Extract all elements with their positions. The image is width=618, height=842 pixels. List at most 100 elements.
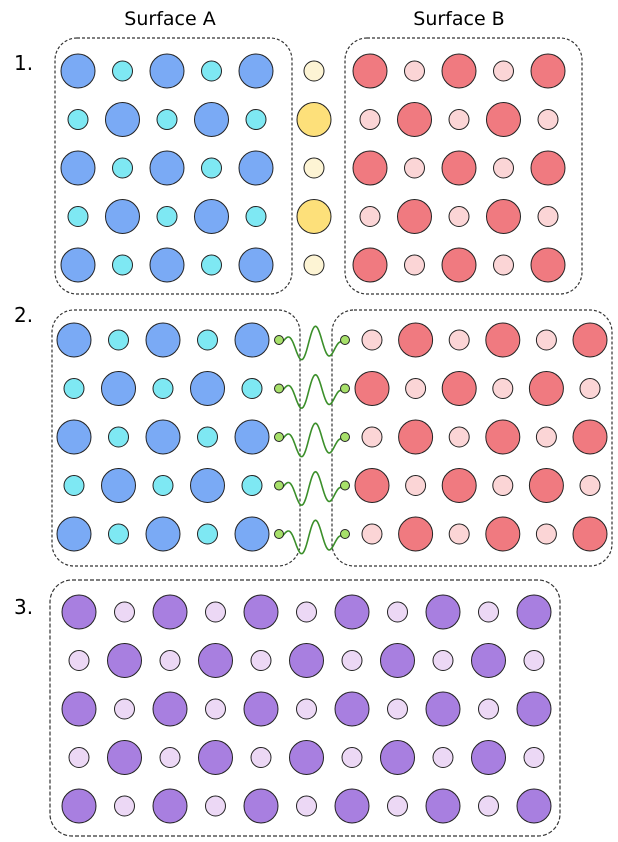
bond-spring [278,470,346,506]
surface-a-large-atom [145,322,181,358]
merged-large-atom [243,691,279,727]
surface-a-small-atom [201,254,222,276]
merged-small-atom [114,698,135,720]
merged-small-atom [432,747,454,768]
merged-large-atom [380,740,415,775]
surface-b-small-atom [537,109,559,130]
surface-a-large-atom [194,102,229,137]
merged-large-atom [61,691,97,727]
surface-a-small-atom [112,254,133,276]
merged-large-atom [471,740,506,775]
surface-a-large-atom [238,53,274,89]
surface-b-large-atom [528,468,564,503]
surface-b-title: Surface B [413,8,504,30]
surface-a-small-atom [112,157,133,179]
surface-a-large-atom [149,53,185,89]
surface-b-small-atom [535,426,557,448]
surface-b-small-atom [405,475,427,496]
surface-a-large-atom [194,199,229,234]
surface-a-large-atom [145,419,181,455]
surface-a-large-atom [149,247,185,283]
surface-b-small-atom [493,157,514,179]
surface-b-large-atom [354,468,390,503]
surface-b-large-atom [441,247,477,283]
merged-large-atom [471,643,506,678]
surface-a-large-atom [145,516,181,552]
surface-b-small-atom [493,254,514,276]
merged-small-atom [523,650,545,671]
merged-large-atom [334,594,370,630]
bond-end-atom [340,529,350,539]
merged-small-atom [114,601,135,623]
bond-end-atom [274,529,284,539]
surface-a-large-atom [56,516,92,552]
surface-a-large-atom [238,150,274,186]
surface-b-small-atom [359,109,381,130]
surface-b-large-atom [485,322,521,358]
surface-a-small-atom [156,206,178,227]
surface-a-small-atom [241,378,263,399]
surface-b-small-atom [361,329,383,351]
surface-b-small-atom [492,378,514,399]
surface-a-small-atom [241,475,263,496]
surface-b-large-atom [530,53,566,89]
surface-b-small-atom [492,475,514,496]
merged-small-atom [205,795,226,817]
surface-b-large-atom [398,516,434,552]
surface-a-large-atom [56,419,92,455]
merged-large-atom [61,788,97,824]
surface-b-small-atom [361,523,383,545]
merged-small-atom [296,698,317,720]
gap-large-atom [296,102,332,137]
surface-b-large-atom [352,150,388,186]
surface-b-small-atom [448,523,470,545]
merged-small-atom [159,650,181,671]
merged-small-atom [478,795,499,817]
bond-spring [278,373,346,409]
surface-a-large-atom [234,419,270,455]
surface-b-small-atom [405,378,427,399]
merged-small-atom [341,747,363,768]
merged-small-atom [159,747,181,768]
step-1-label: 1. [14,51,33,75]
merged-large-atom [380,643,415,678]
surface-b-small-atom [535,523,557,545]
step-3-label: 3. [14,595,33,619]
surface-b-large-atom [572,516,608,552]
surface-b-small-atom [404,254,425,276]
merged-large-atom [152,691,188,727]
surface-a-small-atom [152,475,174,496]
surface-b-large-atom [485,419,521,455]
surface-a-large-atom [105,199,140,234]
surface-a-small-atom [112,60,133,82]
surface-a-small-atom [63,475,85,496]
surface-a-large-atom [234,516,270,552]
surface-b-small-atom [404,157,425,179]
merged-small-atom [432,650,454,671]
merged-large-atom [516,691,552,727]
surface-b-large-atom [398,419,434,455]
surface-b-large-atom [354,371,390,406]
surface-a-small-atom [197,329,218,351]
surface-b-small-atom [404,60,425,82]
surface-a-large-atom [101,371,136,406]
merged-large-atom [425,788,461,824]
merged-large-atom [289,643,324,678]
surface-a-small-atom [67,206,89,227]
surface-a-small-atom [156,109,178,130]
gap-small-atom [303,60,325,82]
surface-b-large-atom [486,102,521,137]
surface-b-small-atom [579,475,601,496]
surface-a-large-atom [56,322,92,358]
merged-large-atom [243,788,279,824]
surface-a-large-atom [234,322,270,358]
surface-b-small-atom [448,109,470,130]
surface-b-large-atom [441,53,477,89]
merged-large-atom [198,740,233,775]
surface-b-large-atom [398,322,434,358]
surface-b-large-atom [528,371,564,406]
surface-b-large-atom [397,102,432,137]
bond-spring [278,519,346,555]
surface-b-box-contact [331,309,613,567]
gap-small-atom [303,157,325,179]
